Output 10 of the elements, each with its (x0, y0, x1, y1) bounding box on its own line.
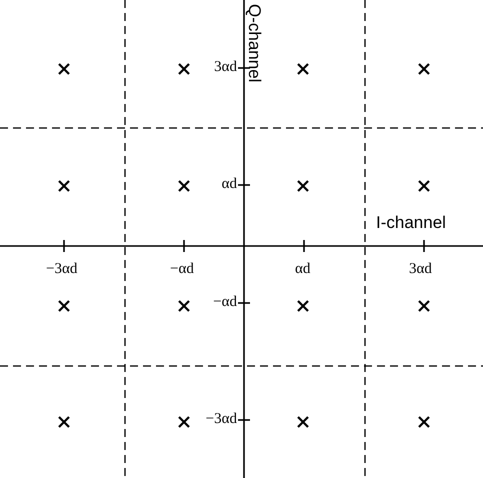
tick-label: −3αd (206, 412, 237, 427)
tick-label: −αd (170, 262, 194, 277)
axis-label: Q-channel (246, 4, 263, 82)
tick-label: αd (295, 262, 310, 277)
tick-label: −3αd (46, 262, 78, 277)
axis-label: I-channel (376, 214, 446, 231)
tick-label: 3αd (214, 60, 237, 75)
tick-label: −αd (213, 295, 237, 310)
tick-label: αd (222, 177, 237, 192)
tick-label: 3αd (409, 262, 432, 277)
